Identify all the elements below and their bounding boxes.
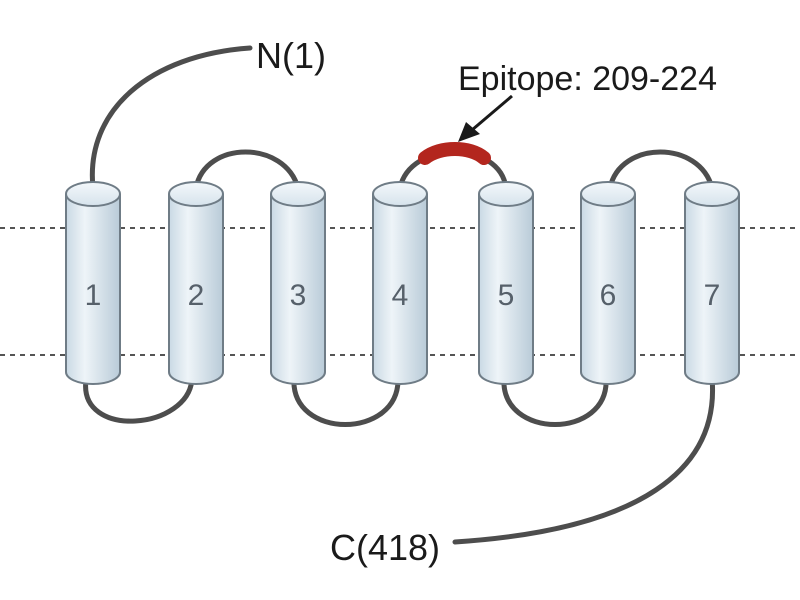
helix-cap (372, 181, 428, 207)
helix-body (478, 194, 534, 385)
helix-body (270, 194, 326, 385)
n-terminus-label: N(1) (256, 35, 326, 76)
loops (83, 45, 716, 545)
epitope-arrow (458, 94, 513, 142)
epitope-segment (418, 142, 491, 165)
helix-5: 5 (478, 181, 534, 385)
helix-cap (270, 181, 326, 207)
helix-3: 3 (270, 181, 326, 385)
helix-body (65, 194, 121, 385)
helix-4: 4 (372, 181, 428, 385)
helix-number-label: 5 (498, 279, 515, 312)
c-terminal-tail (452, 375, 716, 545)
helix-number-label: 1 (85, 279, 102, 312)
helix-cap (684, 181, 740, 207)
helix-cap (580, 181, 636, 207)
helix-number-label: 3 (290, 279, 307, 312)
n-terminal-tail (89, 45, 253, 191)
c-terminus-label: C(418) (330, 527, 440, 568)
helix-number-label: 4 (392, 279, 409, 312)
helix-6: 6 (580, 181, 636, 385)
helix-1: 1 (65, 181, 121, 385)
helix-cap (168, 181, 224, 207)
helix-cap (65, 181, 121, 207)
helix-body (168, 194, 224, 385)
helix-2: 2 (168, 181, 224, 385)
helix-number-label: 2 (188, 279, 205, 312)
helix-cap (478, 181, 534, 207)
helix-body (684, 194, 740, 385)
helix-number-label: 6 (600, 279, 617, 312)
helix-body (580, 194, 636, 385)
intracellular-loop-2 (291, 375, 401, 427)
intracellular-loop-1 (83, 375, 195, 424)
intracellular-loop-3 (501, 375, 609, 427)
transmembrane-helices: 1 2 3 4 5 6 7 (65, 181, 740, 385)
helix-7: 7 (684, 181, 740, 385)
extracellular-loop-3 (607, 149, 715, 191)
helix-number-label: 7 (704, 279, 721, 312)
helix-body (372, 194, 428, 385)
epitope-label: Epitope: 209-224 (458, 60, 717, 98)
extracellular-loop-1 (193, 149, 301, 191)
